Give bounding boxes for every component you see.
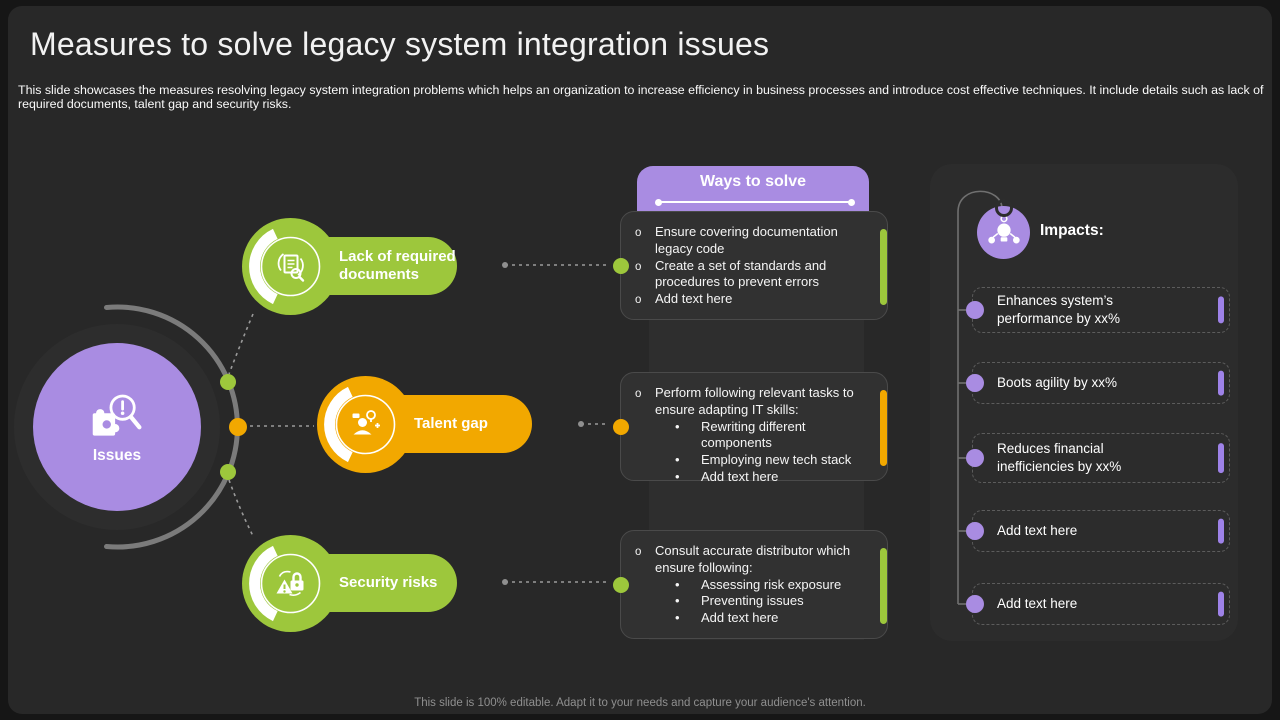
list-item-text: Consult accurate distributor which ensur… [655,543,851,575]
list-item: • Rewriting different components [635,419,867,453]
solution-box-documents: o Ensure covering documentation legacy co… [613,211,888,320]
impact-item: Add text here [966,510,1230,552]
pill-body [365,395,532,453]
list-item-text: Perform following relevant tasks to ensu… [655,385,854,417]
impacts-connector-ring [995,199,1013,217]
impact-text: Enhances system’s performance by xx% [997,293,1121,326]
bullet: • [675,418,680,434]
issues-hub-label: Issues [92,447,142,464]
list-item: • Assessing risk exposure [635,577,867,594]
accent-bar [880,548,887,624]
issue-pill-lack-of-documents: Lack of required documents [242,218,762,315]
bullet: o [635,227,642,239]
solution-box-security: o Consult accurate distributor which ensu… [613,530,888,639]
accent-bar [1218,591,1224,617]
bullet: • [675,468,680,484]
talent-idea-icon [324,386,396,463]
pill-body [290,554,457,612]
connector-dot [613,418,629,435]
list-item: • Employing new tech stack [635,452,867,469]
impact-item: Boots agility by xx% [966,362,1230,404]
bullet: • [675,593,680,609]
impact-text: Boots agility by xx% [997,375,1118,390]
list-item: o Ensure covering documentation legacy co… [635,224,867,258]
issue-pill-label: Talent gap [414,415,488,432]
impact-text: Add text here [997,523,1078,538]
accent-bar [880,390,887,466]
list-item-text: Add text here [655,291,733,307]
accent-bar [1218,370,1224,396]
document-review-icon [249,228,321,305]
page-title: Measures to solve legacy system integrat… [30,26,770,62]
ways-to-solve-underline [659,201,851,203]
connector-dot [966,595,984,613]
accent-bar [1218,443,1224,473]
pill-body [290,237,457,295]
ways-to-solve-header: Ways to solve [637,166,869,213]
bullet: o [635,294,642,307]
ways-to-solve-label: Ways to solve [699,173,807,190]
list-item: o Create a set of standards and procedure… [635,258,867,292]
list-item-text: Ensure covering documentation legacy cod… [655,224,838,256]
idea-network-icon [987,214,1020,243]
bullet: o [635,260,642,273]
accent-bar [880,229,887,305]
issue-pill-talent-gap: Talent gap [317,376,837,473]
impact-item: Add text here [966,583,1230,625]
bullet: o [635,546,642,558]
bullet: • [675,452,680,468]
connector-dot [966,449,984,467]
connector-dot [966,522,984,540]
list-item-text: Assessing risk exposure [701,576,842,592]
list-item-text: Create a set of standards and procedures… [655,257,827,290]
bullet: o [635,388,642,400]
list-item-text: Add text here [701,468,779,484]
page-subtitle: This slide showcases the measures resolv… [18,83,1264,111]
list-item-text: Rewriting different components [701,418,806,451]
bullet: • [675,610,680,626]
list-item: • Add text here [635,469,867,486]
list-item: o Perform following relevant tasks to ens… [635,385,867,419]
bullet: • [675,576,680,592]
issues-hub: Issues [33,343,201,511]
underline-dot [655,198,662,206]
accent-bar [1218,296,1224,324]
underline-dot [848,198,855,206]
list-item: • Preventing issues [635,593,867,610]
connector-dot [966,374,984,392]
list-item-text: Employing new tech stack [701,452,852,468]
security-lock-warning-icon [249,545,321,622]
puzzle-alert-magnifier-icon [92,394,142,436]
impact-item: Reduces financial inefficiencies by xx% [966,433,1230,483]
list-item: o Add text here [635,291,867,309]
editable-note: This slide is 100% editable. Adapt it to… [414,697,866,709]
solution-box-talent: o Perform following relevant tasks to ens… [613,372,888,484]
list-item: o Consult accurate distributor which ensu… [635,543,867,577]
issue-pill-label: Security risks [339,574,438,591]
accent-bar [1218,518,1224,544]
impact-text: Reduces financial inefficiencies by xx% [997,441,1122,474]
impacts-header: Impacts: [1040,222,1104,239]
impact-text: Add text here [997,596,1078,611]
impact-item: Enhances system’s performance by xx% [966,287,1230,333]
connector-dot [613,576,629,593]
issue-pill-label: Lack of required documents [339,248,456,283]
list-item-text: Add text here [701,610,779,626]
list-item: • Add text here [635,610,867,627]
list-item-text: Preventing issues [701,593,804,609]
connector-dot [966,301,984,319]
connector-dot [613,257,629,274]
issue-pill-security-risks: Security risks [242,535,762,632]
